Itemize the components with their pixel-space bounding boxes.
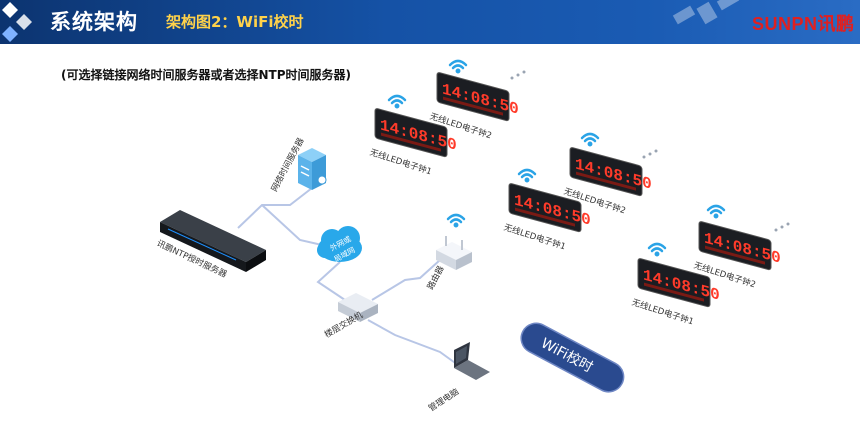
page-title: 系统架构 <box>50 10 138 34</box>
floor-switch-device <box>338 293 378 322</box>
laptop-device <box>454 342 490 380</box>
wifi-icon <box>448 59 468 74</box>
page-subtitle: 架构图2：WiFi校时 <box>166 13 304 31</box>
link-lines <box>237 187 459 366</box>
wifi-icon <box>580 132 600 147</box>
header-bar: 系统架构 架构图2：WiFi校时 SUNPN讯鹏 <box>0 0 860 44</box>
logo-diamonds-icon <box>2 2 32 42</box>
led-clock-1a: 14:08:50 <box>374 108 457 158</box>
wifi-icon <box>517 168 537 183</box>
cloud-icon <box>317 226 362 262</box>
wifi-icon <box>706 204 726 219</box>
ellipsis-dots <box>510 70 790 232</box>
wifi-icon <box>647 242 667 257</box>
wifi-icon <box>446 213 466 228</box>
satellite-icon <box>672 0 740 25</box>
wifi-icon <box>387 94 407 109</box>
diagram-note: (可选择链接网络时间服务器或者选择NTP时间服务器) <box>61 68 351 82</box>
brand-logo: SUNPN讯鹏 <box>752 14 855 34</box>
ntp-server-device <box>160 210 266 272</box>
network-time-server-device <box>298 148 327 190</box>
router-device <box>436 236 472 270</box>
wifi-sync-sign: WiFi校时 <box>520 322 625 393</box>
wifi-icons <box>387 59 726 257</box>
